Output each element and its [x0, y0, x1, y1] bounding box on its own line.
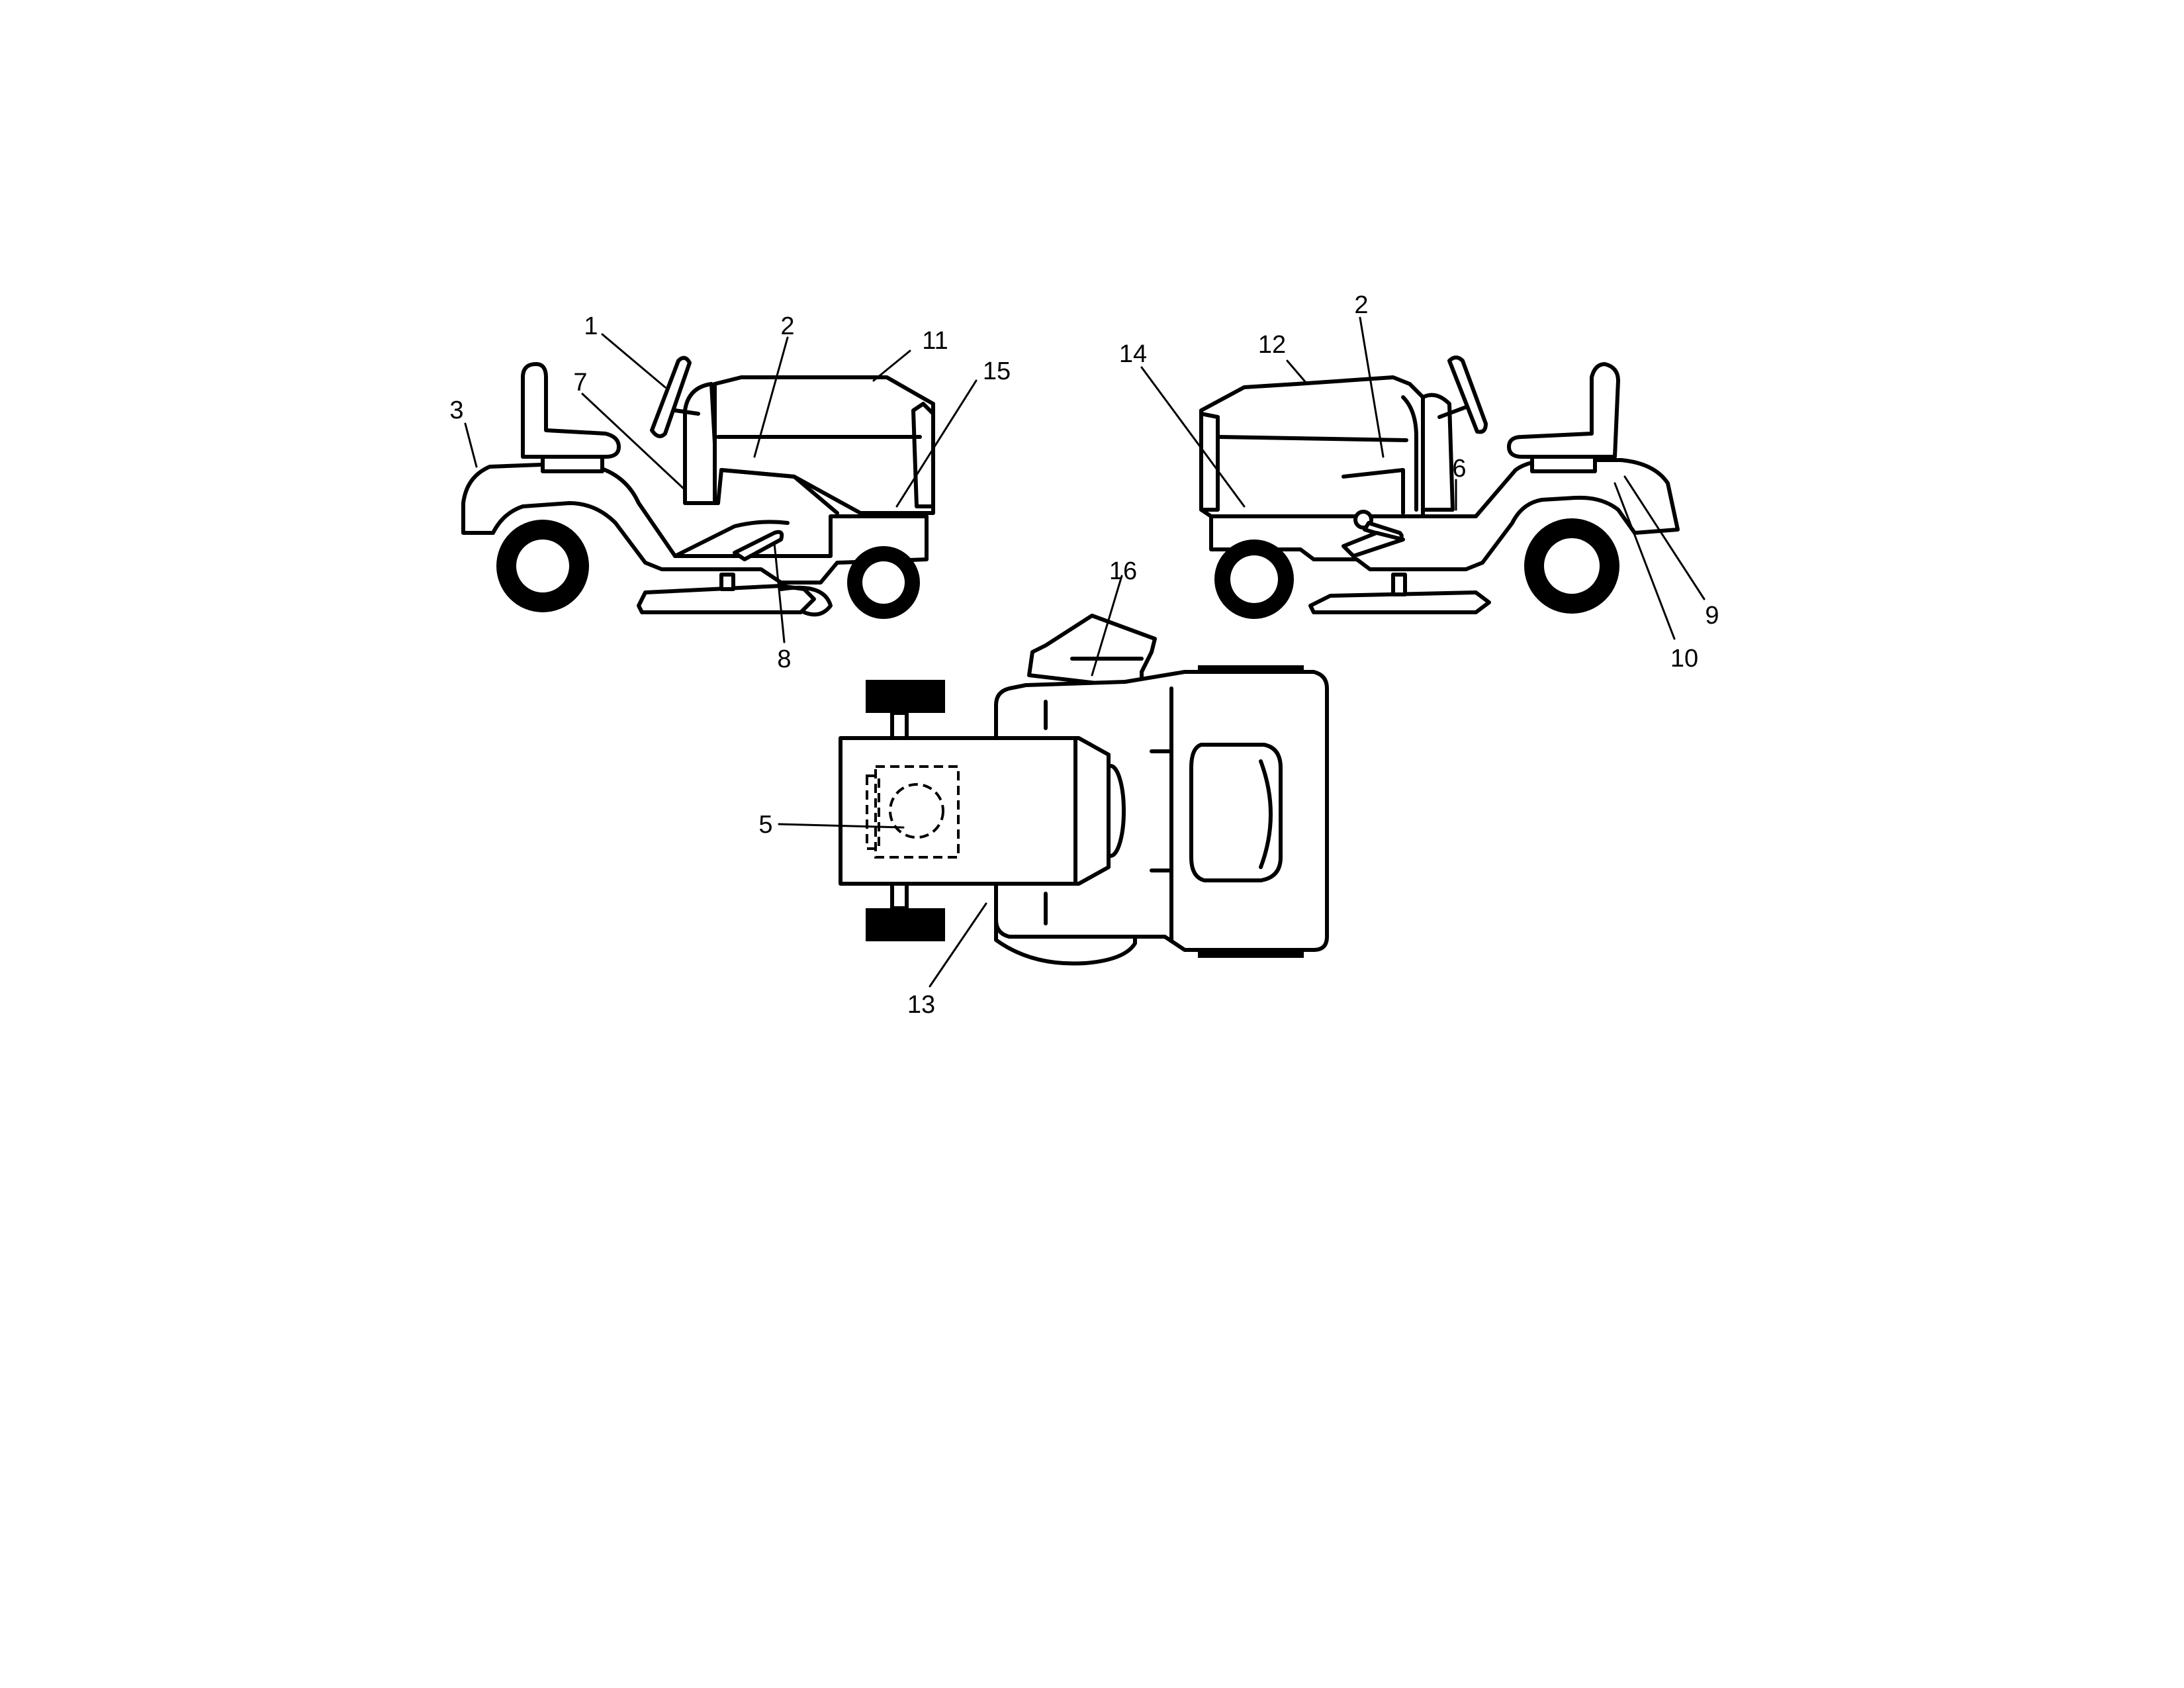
right-steering-wheel — [1447, 355, 1488, 434]
top-front-left-tire — [866, 680, 945, 713]
leader-2a — [753, 336, 789, 458]
callout-7: 7 — [573, 369, 587, 397]
leader-3 — [464, 422, 478, 468]
leader-2b — [1359, 316, 1385, 458]
leader-15 — [895, 379, 978, 508]
leader-9 — [1623, 475, 1706, 600]
callout-10: 10 — [1670, 645, 1698, 673]
leader-14 — [1140, 366, 1246, 508]
left-side-view-tractor — [461, 355, 935, 619]
callout-14: 14 — [1119, 340, 1147, 368]
callout-9: 9 — [1705, 602, 1719, 630]
left-lift-lever — [733, 530, 784, 561]
callout-1: 1 — [584, 312, 598, 340]
callout-13: 13 — [907, 991, 935, 1019]
callout-labels: 1 2 3 5 6 7 8 9 10 11 12 13 14 15 16 2 — [449, 291, 1719, 1019]
left-mower-deck — [637, 584, 816, 614]
leader-16 — [1091, 575, 1123, 677]
right-side-view-tractor — [1199, 355, 1680, 619]
callout-15: 15 — [983, 357, 1011, 385]
leader-8 — [773, 541, 786, 643]
top-hood — [839, 736, 1111, 886]
top-view-tractor — [839, 614, 1329, 966]
leader-12 — [1286, 359, 1308, 385]
right-seat — [1507, 362, 1620, 459]
left-hood — [713, 375, 935, 515]
right-dash-tower — [1421, 393, 1455, 512]
right-seat-base — [1530, 455, 1597, 473]
top-front-right-tire — [866, 908, 945, 941]
leader-1 — [601, 333, 666, 389]
leader-10 — [1614, 482, 1676, 640]
leader-7 — [581, 393, 686, 491]
leader-lines — [464, 316, 1706, 988]
top-seat — [1189, 743, 1283, 882]
left-seat-base — [541, 455, 604, 473]
callout-8: 8 — [777, 645, 791, 673]
left-rear-fender — [461, 461, 929, 585]
callout-3: 3 — [449, 397, 463, 424]
callout-6: 6 — [1452, 455, 1466, 483]
right-hood — [1199, 375, 1425, 518]
left-seat — [521, 362, 621, 459]
callout-2a: 2 — [780, 312, 794, 340]
callout-12: 12 — [1258, 331, 1286, 359]
top-discharge-chute — [1027, 614, 1157, 690]
leader-5 — [778, 823, 905, 829]
callout-16: 16 — [1109, 557, 1137, 585]
callout-5: 5 — [758, 811, 772, 839]
left-steering-wheel — [650, 355, 692, 438]
leader-11 — [872, 350, 911, 382]
callout-11: 11 — [922, 327, 948, 355]
leader-13 — [929, 902, 987, 988]
right-mower-deck — [1308, 590, 1491, 614]
callout-2b: 2 — [1354, 291, 1368, 319]
